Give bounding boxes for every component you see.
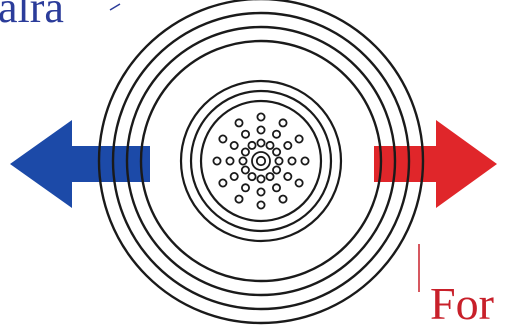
spoke-dot — [231, 173, 238, 180]
spoke-dot — [235, 119, 242, 126]
spoke-dot — [257, 201, 264, 208]
spoke-dot — [239, 157, 246, 164]
spoke-dot — [296, 179, 303, 186]
center-ring-dot — [252, 152, 270, 170]
spoke-dot — [257, 113, 264, 120]
spoke-dot — [288, 157, 295, 164]
spoke-dot — [266, 173, 273, 180]
spoke-dot — [284, 142, 291, 149]
spoke-dot — [242, 166, 249, 173]
spoke-dot — [257, 175, 264, 182]
spoke-dot — [242, 131, 249, 138]
spoke-dot — [266, 142, 273, 149]
outer-ring-3 — [127, 27, 395, 295]
spoke-dot — [279, 196, 286, 203]
spoke-dot — [248, 173, 255, 180]
spoke-dot — [257, 139, 264, 146]
spoke-dot — [257, 126, 264, 133]
spoke-dot — [301, 157, 308, 164]
spoke-dot — [219, 135, 226, 142]
spoke-dot — [248, 142, 255, 149]
spoke-dot — [296, 135, 303, 142]
spoke-dot — [213, 157, 220, 164]
bottom-right-label: For — [430, 278, 494, 328]
spoke-dot — [231, 142, 238, 149]
spoke-dot — [226, 157, 233, 164]
central-dot-pattern — [213, 113, 308, 208]
inner-ring-2 — [191, 91, 331, 231]
center-dot — [257, 157, 265, 165]
inner-ring-1 — [181, 81, 341, 241]
inner-ring-3 — [201, 101, 321, 221]
spoke-dot — [273, 184, 280, 191]
spoke-dot — [219, 179, 226, 186]
spoke-dot — [257, 188, 264, 195]
spoke-dot — [273, 166, 280, 173]
spoke-dot — [235, 196, 242, 203]
spoke-dot — [279, 119, 286, 126]
spoke-dot — [273, 131, 280, 138]
spoke-dot — [242, 148, 249, 155]
top-left-label: alra — [0, 0, 64, 32]
spoke-dot — [242, 184, 249, 191]
spoke-dot — [275, 157, 282, 164]
spoke-dot — [284, 173, 291, 180]
spoke-dot — [273, 148, 280, 155]
top-label-tick — [110, 4, 120, 10]
outer-ring-2 — [113, 13, 409, 309]
outer-ring-4 — [141, 41, 381, 281]
